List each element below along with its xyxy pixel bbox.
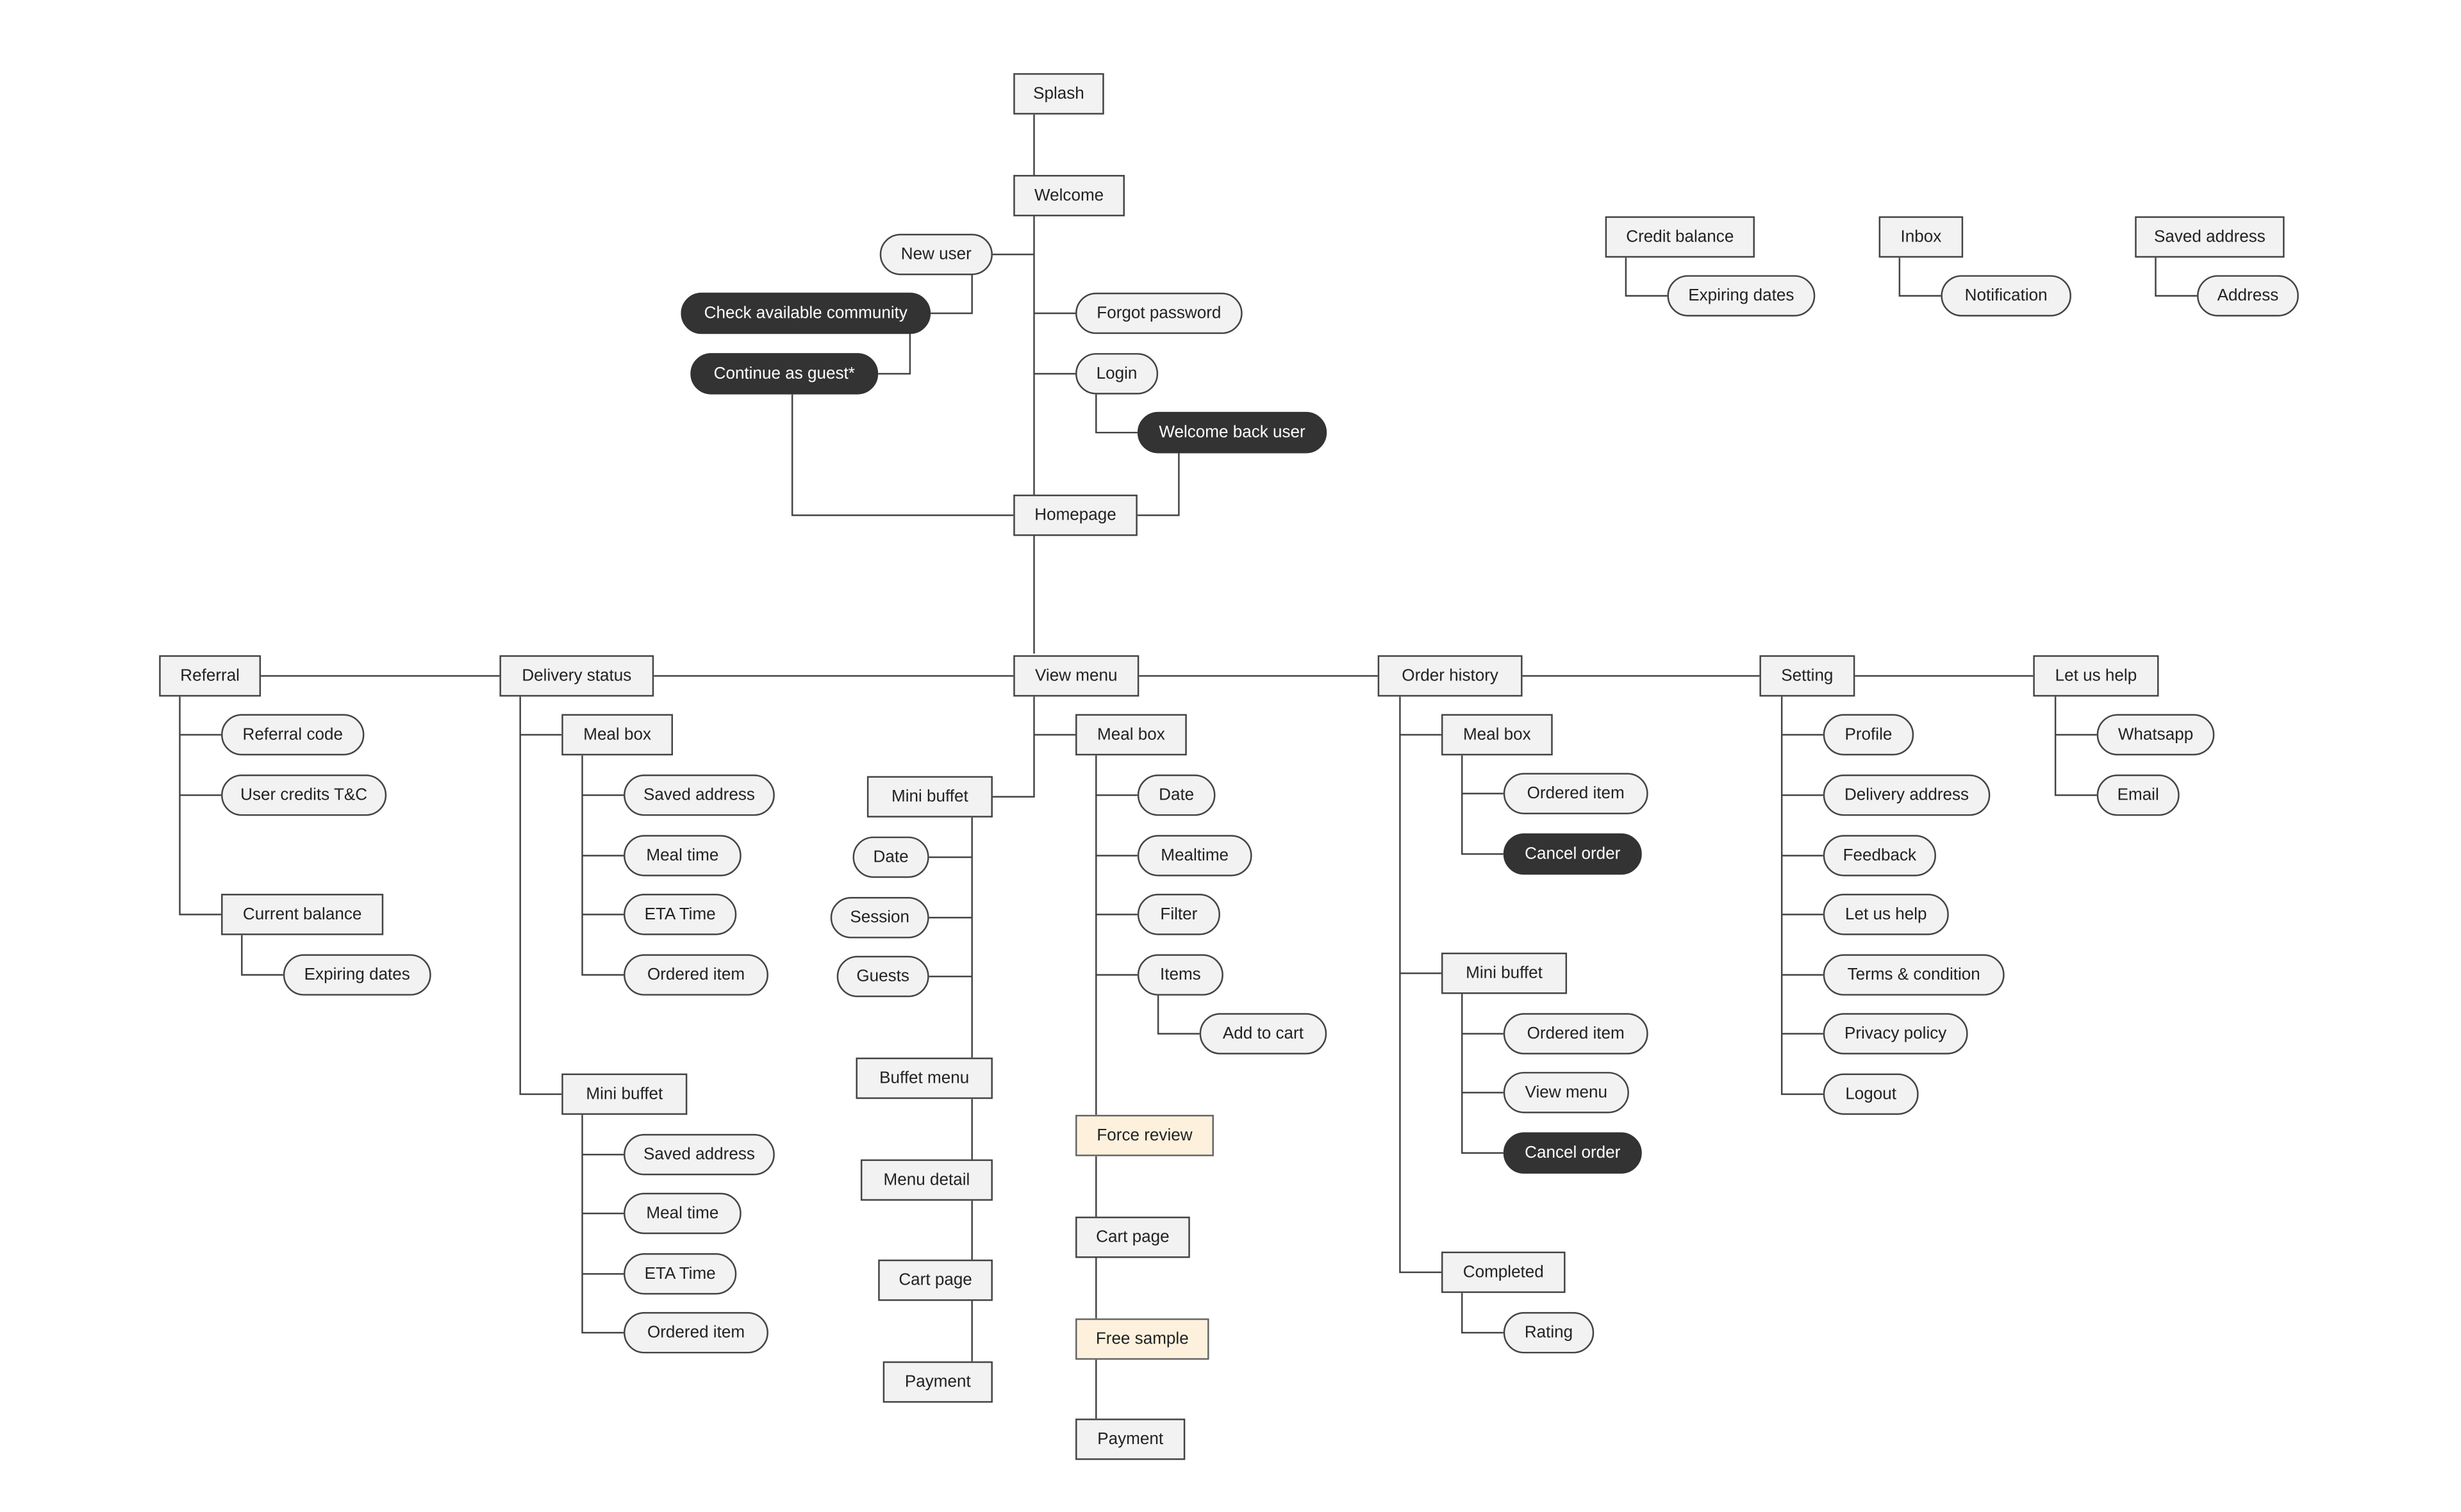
node-vm-mb-payment: Payment	[1075, 1418, 1186, 1460]
node-vm-bf-payment: Payment	[882, 1361, 993, 1403]
node-saved-address-top: Saved address	[2135, 216, 2285, 258]
node-referral-code: Referral code	[221, 714, 365, 756]
node-let-us-help: Let us help	[2033, 655, 2159, 697]
node-lh-email: Email	[2096, 774, 2180, 816]
node-vm-bf-guests: Guests	[836, 955, 929, 998]
node-oh-bf-view-menu: View menu	[1503, 1072, 1629, 1113]
node-ds-bf-saved-address: Saved address	[624, 1133, 775, 1176]
node-oh-bf-ordered-item: Ordered item	[1503, 1013, 1648, 1055]
node-homepage: Homepage	[1013, 494, 1138, 536]
node-vm-mini-buffet: Mini buffet	[866, 776, 993, 818]
node-lh-whatsapp: Whatsapp	[2096, 714, 2215, 756]
node-vm-bf-date: Date	[852, 836, 929, 878]
node-vm-bf-cart-page: Cart page	[878, 1259, 993, 1301]
node-ds-mini-buffet: Mini buffet	[561, 1073, 688, 1115]
node-vm-mb-date: Date	[1137, 774, 1216, 816]
node-st-delivery-address: Delivery address	[1823, 774, 1991, 816]
node-vm-buffet-menu: Buffet menu	[856, 1057, 993, 1099]
node-oh-bf-cancel-order: Cancel order	[1503, 1132, 1642, 1174]
node-new-user: New user	[879, 233, 993, 275]
node-st-privacy-policy: Privacy policy	[1823, 1013, 1968, 1055]
node-current-balance: Current balance	[221, 894, 384, 935]
node-oh-completed: Completed	[1441, 1251, 1566, 1294]
node-st-logout: Logout	[1823, 1073, 1919, 1115]
node-vm-force-review: Force review	[1075, 1115, 1214, 1156]
node-st-feedback: Feedback	[1823, 835, 1936, 876]
node-vm-mb-cart-page: Cart page	[1075, 1216, 1190, 1258]
node-vm-mb-mealtime: Mealtime	[1137, 835, 1252, 876]
node-vm-mb-filter: Filter	[1137, 894, 1220, 935]
node-vm-mb-add-to-cart: Add to cart	[1199, 1013, 1327, 1055]
node-welcome-back-user: Welcome back user	[1137, 411, 1327, 454]
node-delivery-status: Delivery status	[499, 655, 654, 697]
node-address: Address	[2197, 275, 2299, 316]
node-ds-mb-ordered-item: Ordered item	[624, 954, 768, 996]
node-credit-balance: Credit balance	[1605, 216, 1755, 258]
node-oh-mini-buffet: Mini buffet	[1441, 952, 1568, 994]
node-setting: Setting	[1759, 655, 1855, 697]
node-ds-mb-eta-time: ETA Time	[624, 894, 737, 935]
node-ds-bf-meal-time: Meal time	[624, 1192, 742, 1235]
node-credit-expiring-dates: Expiring dates	[1667, 275, 1816, 316]
node-login: Login	[1075, 353, 1159, 395]
node-ds-bf-eta-time: ETA Time	[624, 1253, 737, 1295]
node-vm-menu-detail: Menu detail	[860, 1159, 993, 1201]
node-oh-rating: Rating	[1503, 1311, 1595, 1354]
node-view-menu: View menu	[1013, 655, 1139, 697]
node-vm-mb-items: Items	[1137, 954, 1223, 996]
node-st-let-us-help: Let us help	[1823, 894, 1949, 935]
node-oh-mb-cancel-order: Cancel order	[1503, 833, 1642, 875]
node-oh-mb-ordered-item: Ordered item	[1503, 773, 1648, 814]
node-oh-meal-box: Meal box	[1441, 714, 1553, 756]
node-ds-bf-ordered-item: Ordered item	[624, 1311, 768, 1354]
node-vm-meal-box: Meal box	[1075, 714, 1187, 756]
node-referral: Referral	[159, 655, 261, 697]
node-ds-mb-saved-address: Saved address	[624, 774, 775, 816]
node-splash: Splash	[1013, 73, 1104, 115]
node-vm-free-sample: Free sample	[1075, 1318, 1209, 1360]
node-check-available-community: Check available community	[681, 292, 931, 334]
node-forgot-password: Forgot password	[1075, 292, 1243, 334]
node-inbox: Inbox	[1878, 216, 1964, 258]
node-balance-expiring-dates: Expiring dates	[283, 954, 431, 996]
node-st-terms-condition: Terms & condition	[1823, 954, 2005, 996]
node-ds-meal-box: Meal box	[561, 714, 674, 756]
node-continue-as-guest: Continue as guest*	[690, 353, 879, 395]
node-ds-mb-meal-time: Meal time	[624, 835, 742, 876]
node-notification: Notification	[1941, 275, 2071, 316]
node-vm-bf-session: Session	[830, 897, 929, 939]
node-user-credits-tc: User credits T&C	[221, 774, 387, 816]
node-order-history: Order history	[1377, 655, 1523, 697]
node-welcome: Welcome	[1013, 175, 1125, 217]
node-st-profile: Profile	[1823, 714, 1914, 756]
